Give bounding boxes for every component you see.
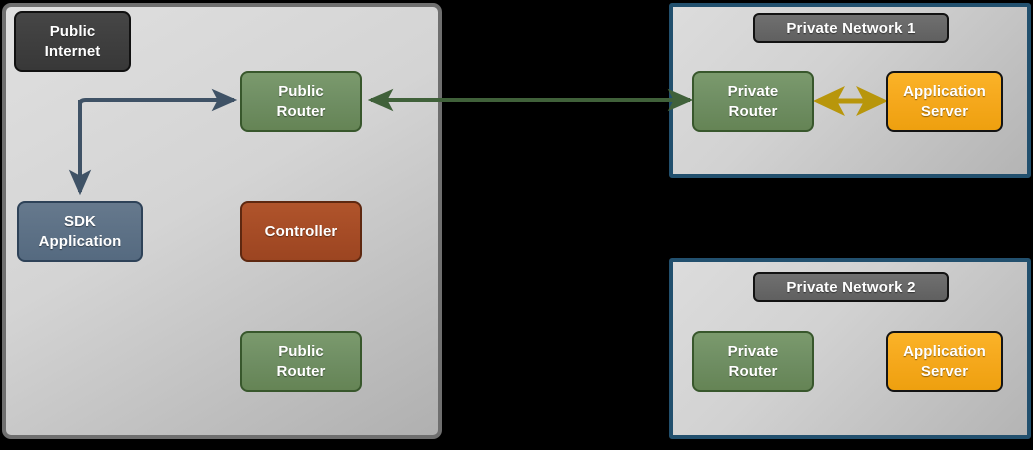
node-private-router-2[interactable]: Private Router: [692, 331, 814, 392]
node-application-server-2-line1: Application: [903, 343, 986, 360]
node-public-internet[interactable]: Public Internet: [14, 11, 131, 72]
private-network-2-badge: Private Network 2: [753, 272, 949, 302]
node-application-server-1-line1: Application: [903, 83, 986, 100]
node-private-router-1-line1: Private: [727, 83, 779, 100]
node-application-server-2-line2: Server: [920, 362, 969, 380]
node-public-internet-line2: Internet: [44, 42, 101, 60]
node-private-router-1-line2: Router: [728, 102, 778, 120]
node-private-router-1[interactable]: Private Router: [692, 71, 814, 132]
node-public-internet-line1: Public: [49, 23, 96, 40]
node-public-router-top-line2: Router: [276, 102, 326, 120]
node-application-server-1[interactable]: Application Server: [886, 71, 1003, 132]
node-public-router-top[interactable]: Public Router: [240, 71, 362, 132]
node-public-router-bottom-line1: Public: [278, 343, 324, 360]
node-public-router-top-line1: Public: [278, 83, 324, 100]
node-private-router-2-line1: Private: [727, 343, 779, 360]
node-controller-label: Controller: [264, 222, 338, 240]
node-public-router-bottom-line2: Router: [276, 362, 326, 380]
node-sdk-application-line2: Application: [38, 232, 122, 250]
node-private-router-2-line2: Router: [728, 362, 778, 380]
node-sdk-application-line1: SDK: [64, 213, 96, 230]
node-application-server-1-line2: Server: [920, 102, 969, 120]
node-sdk-application[interactable]: SDK Application: [17, 201, 143, 262]
private-network-1-badge-label: Private Network 1: [786, 19, 916, 37]
node-application-server-2[interactable]: Application Server: [886, 331, 1003, 392]
private-network-2-badge-label: Private Network 2: [786, 278, 916, 296]
node-public-router-bottom[interactable]: Public Router: [240, 331, 362, 392]
private-network-1-badge: Private Network 1: [753, 13, 949, 43]
node-controller[interactable]: Controller: [240, 201, 362, 262]
